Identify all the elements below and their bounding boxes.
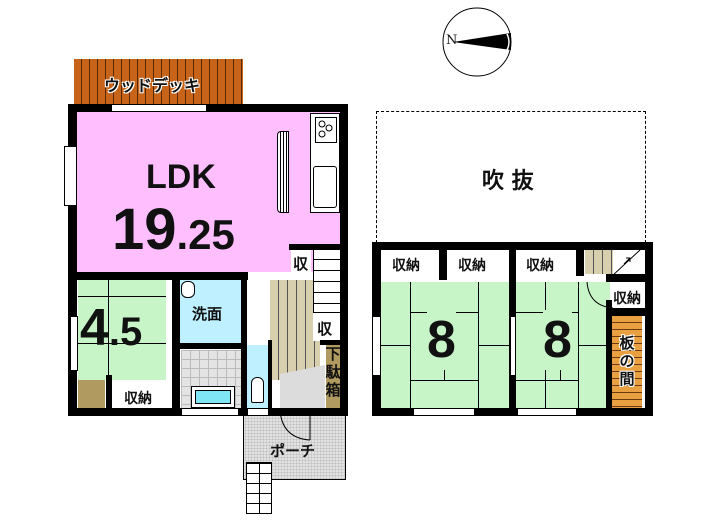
- storage-2f-3: [516, 250, 576, 280]
- storage-4-5-label: 収納: [124, 391, 152, 407]
- wall: [439, 250, 447, 280]
- storage-2f-2: [447, 250, 507, 280]
- wall: [180, 343, 242, 349]
- stove-icon: [315, 117, 337, 143]
- wall: [268, 340, 272, 412]
- storage-4-5: [112, 380, 170, 410]
- alcove: [78, 380, 105, 408]
- compass-icon: [442, 7, 512, 77]
- window: [111, 104, 207, 112]
- storage-2f-1-label: 収納: [392, 258, 420, 274]
- cabinet-rack: [277, 131, 289, 213]
- wood-floor-space: [612, 316, 642, 408]
- sink-icon: [313, 166, 337, 208]
- wall: [606, 300, 612, 416]
- compass: N: [441, 6, 513, 78]
- window: [510, 316, 516, 376]
- ldk-size-decimal: .25: [176, 211, 235, 258]
- wood-deck-label: ウッドデッキ: [104, 76, 201, 95]
- bathtub-icon: [191, 386, 235, 408]
- wall: [320, 340, 344, 345]
- storage-2f-3-label: 収納: [526, 258, 554, 274]
- storage-small-2: [313, 313, 339, 341]
- wood-floor-space-label: 板の間: [619, 334, 635, 388]
- staircase-1f: [270, 280, 320, 380]
- room-right-size: 8: [543, 310, 572, 370]
- window: [181, 408, 239, 416]
- stairs-arrow-icon: [612, 250, 641, 276]
- window: [64, 146, 77, 206]
- shoe-cabinet-label: 下駄箱: [325, 345, 341, 399]
- storage-small-1: [291, 250, 311, 274]
- ldk-label: LDK: [146, 158, 216, 196]
- wood-deck: [74, 59, 243, 104]
- wall: [606, 274, 646, 282]
- storage-2f-4: [612, 284, 646, 310]
- porch-label: ポーチ: [270, 442, 316, 460]
- washroom-label: 洗面: [192, 305, 223, 323]
- stairs-upper: [313, 248, 341, 313]
- storage-small-1-label: 収: [293, 255, 309, 273]
- wall: [576, 250, 584, 276]
- window: [413, 408, 475, 416]
- toilet-icon: [251, 377, 264, 403]
- ldk-size-integer: 19: [112, 197, 177, 262]
- storage-2f-2-label: 収納: [458, 258, 486, 274]
- japanese-room-size: 4.5: [80, 298, 142, 358]
- window: [517, 408, 577, 416]
- storage-small-2-label: 収: [317, 320, 333, 338]
- atrium-label: 吹 抜: [482, 169, 534, 194]
- wall: [68, 104, 348, 112]
- wall: [241, 272, 247, 412]
- storage-2f-1: [381, 250, 439, 280]
- wall: [645, 242, 653, 416]
- window: [70, 316, 78, 371]
- porch-steps: [246, 462, 272, 514]
- wall: [68, 104, 77, 416]
- wall: [606, 308, 646, 316]
- room-left-size: 8: [427, 310, 456, 370]
- north-label: N: [446, 33, 458, 48]
- washbasin-icon: [181, 281, 195, 298]
- window: [372, 316, 381, 376]
- wall: [340, 104, 348, 416]
- staircase-2f: [585, 250, 613, 274]
- wall: [289, 244, 344, 250]
- shoe-cabinet: [326, 345, 340, 409]
- entrance-floor: [280, 365, 325, 410]
- window: [247, 408, 269, 416]
- wall: [172, 272, 180, 416]
- storage-2f-4-label: 収納: [613, 291, 641, 307]
- wall: [68, 272, 248, 280]
- wall: [106, 375, 112, 413]
- ldk-size: 19.25: [112, 196, 235, 263]
- room-size-integer: 4: [80, 299, 109, 357]
- room-size-decimal: .5: [108, 310, 143, 354]
